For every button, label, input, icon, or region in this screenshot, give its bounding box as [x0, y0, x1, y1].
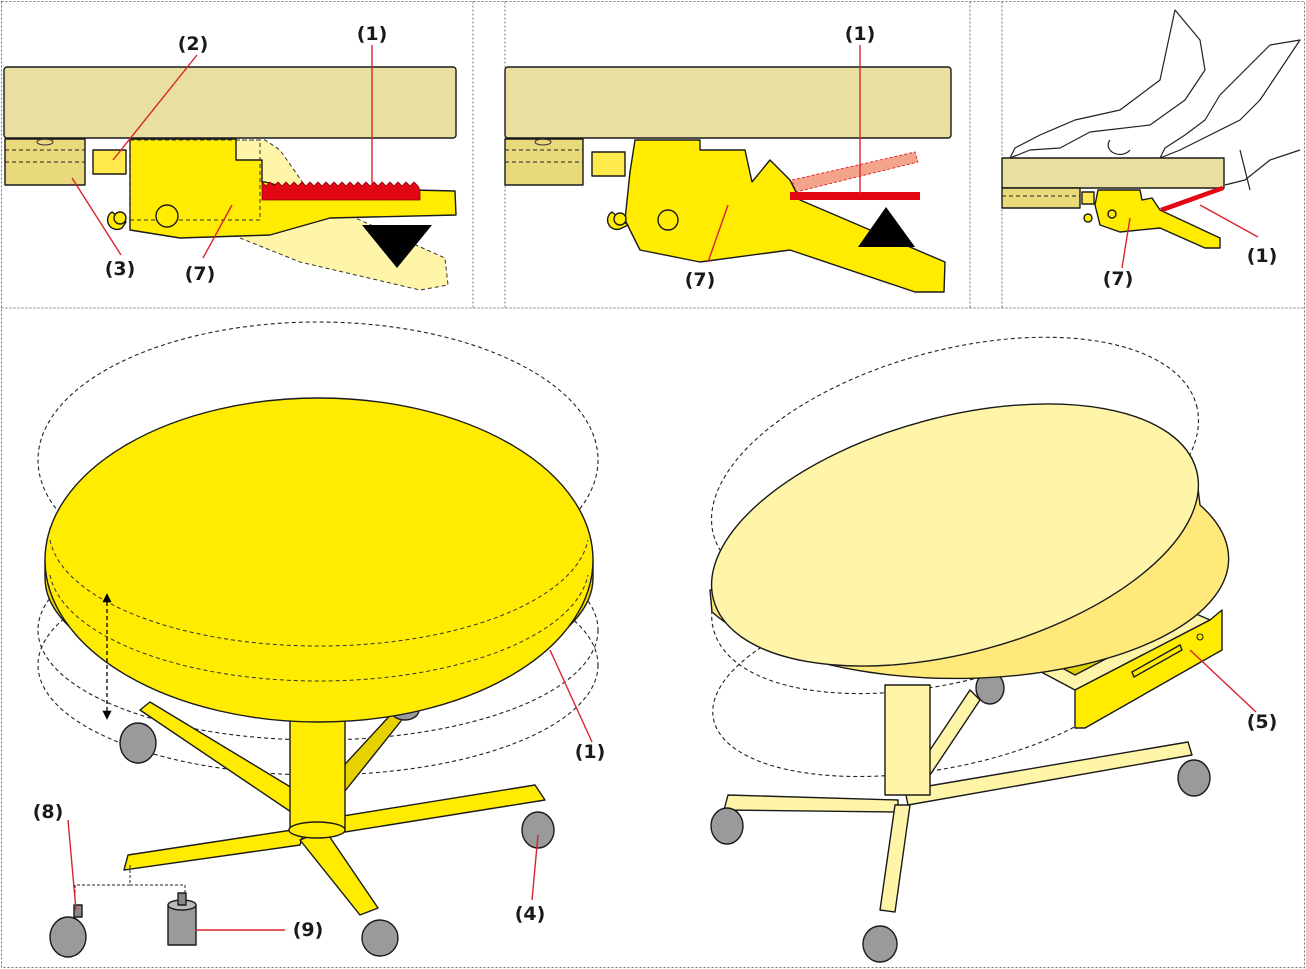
stool-with-drawer: (5)	[709, 336, 1278, 963]
drawer-label: (5)	[1247, 711, 1278, 733]
casters	[49, 699, 555, 958]
lever-label: (1)	[575, 741, 606, 763]
lever-label: (1)	[1247, 245, 1278, 267]
lever-ghost-position	[791, 151, 919, 193]
rail-label: (3)	[105, 258, 136, 280]
release-lever	[790, 192, 920, 200]
casters	[710, 671, 1211, 963]
star-base	[723, 689, 1193, 913]
locking-pin	[591, 151, 626, 177]
glide-option-label: (9)	[293, 919, 324, 941]
bracket-label: (7)	[685, 269, 716, 291]
hands-illustration	[1009, 9, 1301, 191]
bracket-label: (7)	[185, 263, 216, 285]
tabletop-board	[1001, 157, 1225, 189]
caster-option-label: (8)	[33, 801, 64, 823]
lever-label: (1)	[357, 23, 388, 45]
up-triangle-icon	[858, 207, 915, 247]
tabletop-board	[3, 66, 457, 139]
down-triangle-icon	[362, 225, 432, 268]
locking-pin	[92, 149, 127, 175]
side-rail	[4, 138, 86, 186]
release-lever	[1160, 186, 1224, 212]
side-rail	[1001, 187, 1081, 209]
stool-height-adjust: (1) (4) (8) (9)	[33, 321, 606, 958]
mounting-bracket	[1094, 189, 1221, 249]
lever-label: (1)	[845, 23, 876, 45]
mounting-bracket	[624, 139, 946, 293]
caster-label: (4)	[515, 903, 546, 925]
release-lever	[261, 181, 421, 201]
bracket-label: (7)	[1103, 268, 1134, 290]
tabletop-board	[504, 66, 952, 139]
panel-lever-release: (1) (7)	[504, 23, 952, 293]
pin-label: (2)	[178, 33, 209, 55]
panel-lever-press: (1) (2) (3) (7)	[3, 23, 457, 291]
panel-hand-operation: (1) (7)	[1001, 9, 1301, 290]
gas-column	[884, 684, 931, 796]
